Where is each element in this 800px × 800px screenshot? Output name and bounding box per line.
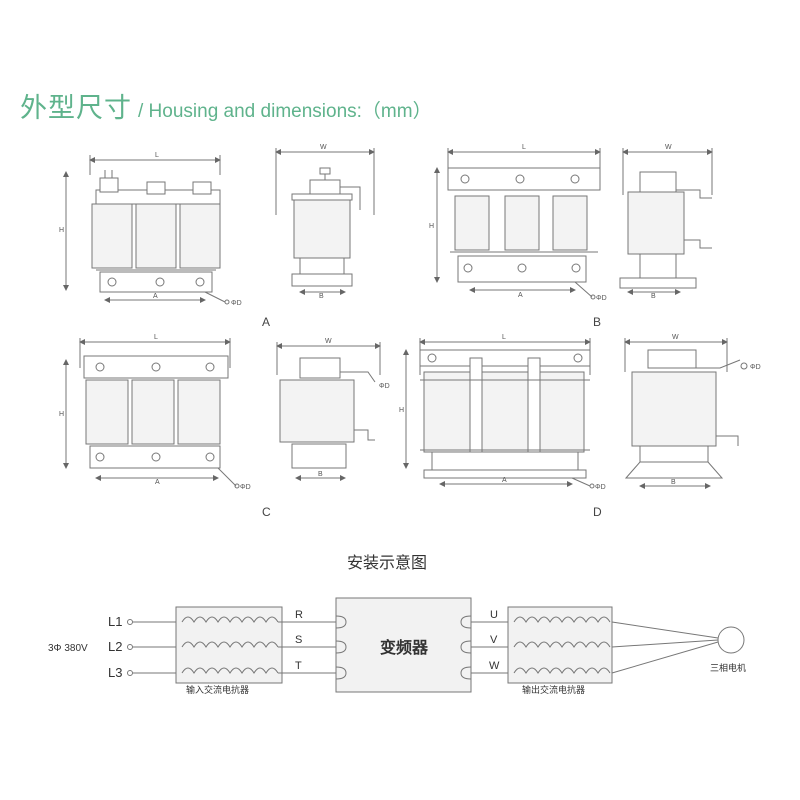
dim-w-a: W [320, 144, 327, 151]
motor-label: 三相电机 [710, 662, 746, 674]
dim-d-c: ΦD [240, 484, 251, 491]
view-label-b: B [593, 315, 601, 329]
dim-a-c: A [155, 479, 160, 486]
output-reactor-label: 输出交流电抗器 [522, 684, 585, 696]
title-english: / Housing and dimensions:（mm） [138, 101, 432, 122]
dim-w-b: W [665, 144, 672, 151]
view-label-d: D [593, 505, 602, 519]
terminal-w: W [489, 660, 500, 672]
line-l2: L2 [108, 639, 122, 654]
dim-h-b: H [429, 223, 434, 230]
dim-h-c: H [59, 411, 64, 418]
dim-d-d-side: ΦD [750, 364, 761, 371]
view-label-a: A [262, 315, 270, 329]
drawing-b-side [619, 148, 713, 295]
terminal-v: V [490, 634, 498, 646]
input-reactor-label: 输入交流电抗器 [186, 684, 249, 696]
dim-b-a: B [319, 293, 324, 300]
drawing-d-side [624, 338, 748, 489]
dim-b-c: B [318, 471, 323, 478]
terminal-s: S [295, 634, 302, 646]
drawing-c-side [276, 342, 381, 481]
terminal-t: T [295, 660, 302, 672]
line-l1: L1 [108, 614, 122, 629]
dim-d-d: ΦD [595, 484, 606, 491]
dim-w-c: W [325, 338, 332, 345]
drawing-b-front [434, 148, 601, 300]
dim-d-c-side: ΦD [379, 383, 390, 390]
terminal-u: U [490, 609, 498, 621]
dim-a-a: A [153, 293, 158, 300]
drawing-c-front [63, 338, 240, 489]
dim-b-b: B [651, 293, 656, 300]
dim-h-a: H [59, 227, 64, 234]
line-l3: L3 [108, 665, 122, 680]
dim-b-d: B [671, 479, 676, 486]
dim-l-d: L [502, 334, 506, 341]
wiring-title: 安装示意图 [347, 553, 427, 572]
drawing-a-front [63, 155, 230, 305]
dim-l-a: L [155, 152, 159, 159]
dim-d-a: ΦD [231, 300, 242, 307]
dim-l-c: L [154, 334, 158, 341]
title-chinese: 外型尺寸 [20, 93, 132, 124]
supply-label: 3Φ 380V [48, 643, 88, 654]
dim-w-d: W [672, 334, 679, 341]
section-title: 外型尺寸 / Housing and dimensions:（mm） [20, 86, 432, 125]
wiring-diagram [127, 597, 745, 693]
dim-h-d: H [399, 407, 404, 414]
dim-a-d: A [502, 477, 507, 484]
drawing-a-side [275, 148, 375, 295]
view-label-c: C [262, 505, 271, 519]
dim-l-b: L [522, 144, 526, 151]
motor-icon [717, 626, 745, 654]
drawing-d-front [403, 338, 595, 489]
dim-a-b: A [518, 292, 523, 299]
vfd-label: 变频器 [380, 638, 429, 657]
terminal-r: R [295, 609, 303, 621]
dim-d-b: ΦD [596, 295, 607, 302]
